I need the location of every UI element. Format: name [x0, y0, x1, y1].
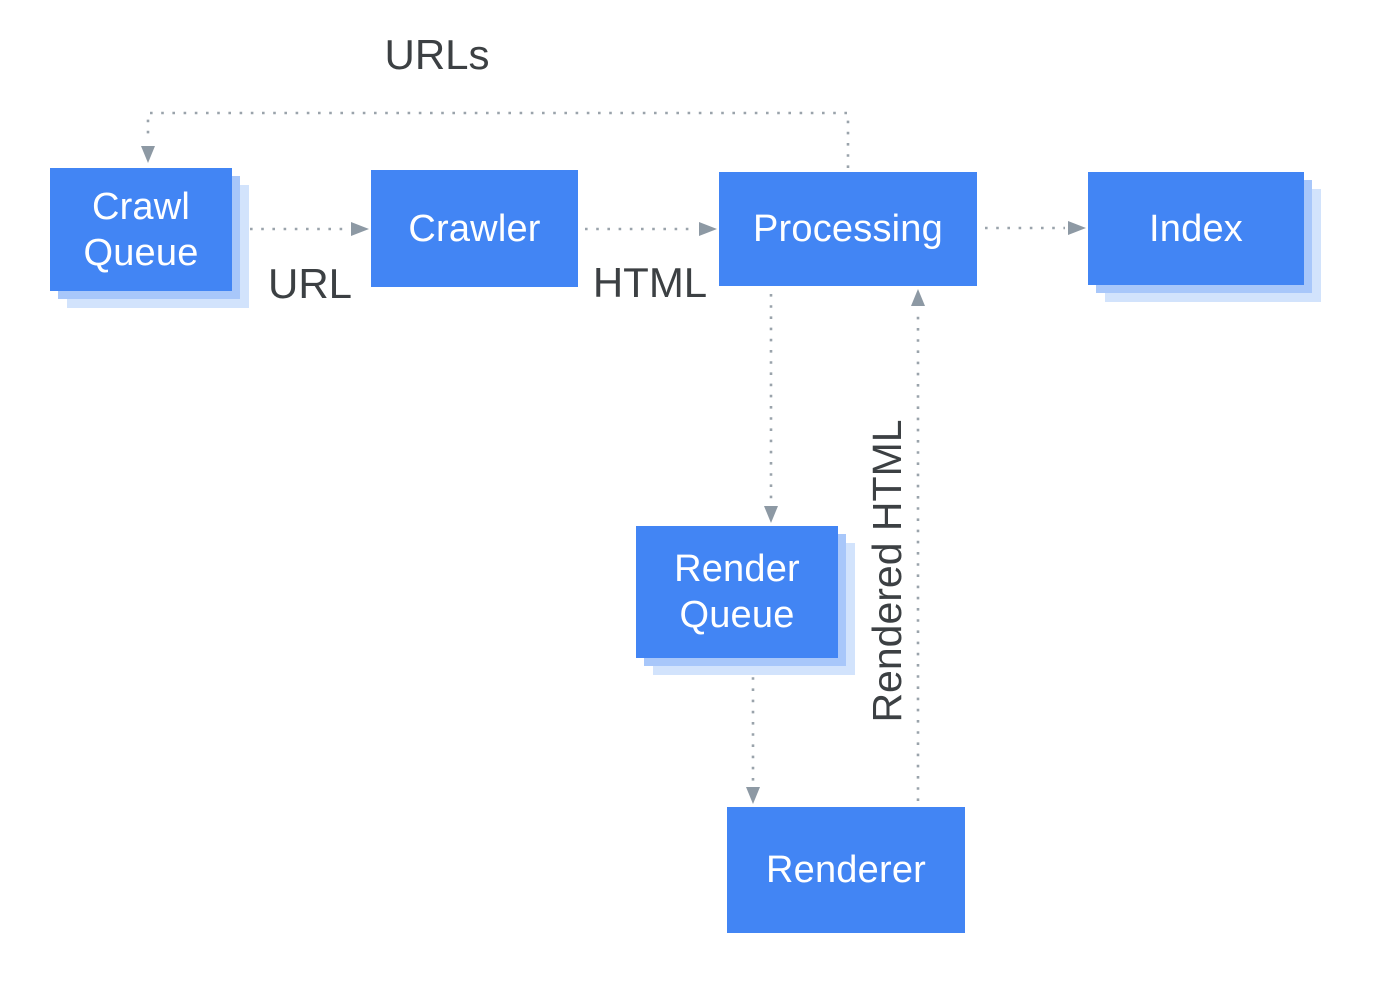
edge-processing-to-crawl-queue-line [146, 111, 850, 168]
arrowhead-into-processing-bottom [911, 289, 925, 306]
node-renderer-label: Renderer [765, 849, 927, 891]
arrowhead-into-crawl-queue [141, 146, 155, 163]
node-index: Index [1088, 172, 1304, 285]
node-processing: Processing [719, 172, 977, 286]
arrowhead-into-crawler [351, 222, 369, 236]
edge-label-url: URL [267, 260, 353, 307]
node-crawler-label: Crawler [408, 207, 541, 250]
node-crawler: Crawler [371, 170, 578, 287]
node-index-label: Index [1149, 207, 1243, 250]
node-crawl-queue: Crawl Queue [50, 168, 232, 291]
node-processing-label: Processing [753, 208, 943, 250]
arrowhead-into-render-queue [764, 506, 778, 523]
arrowhead-into-renderer [746, 787, 760, 804]
arrowhead-into-index [1068, 221, 1086, 235]
arrowhead-into-processing [699, 222, 717, 236]
node-crawl-queue-label: Crawl Queue [83, 185, 199, 274]
edge-label-html: HTML [592, 259, 708, 306]
node-render-queue: Render Queue [636, 526, 838, 658]
node-render-queue-label: Render Queue [674, 548, 800, 636]
edge-label-rendered-html: Rendered HTML [864, 419, 910, 723]
edge-label-urls: URLs [384, 31, 490, 78]
node-renderer: Renderer [727, 807, 965, 933]
